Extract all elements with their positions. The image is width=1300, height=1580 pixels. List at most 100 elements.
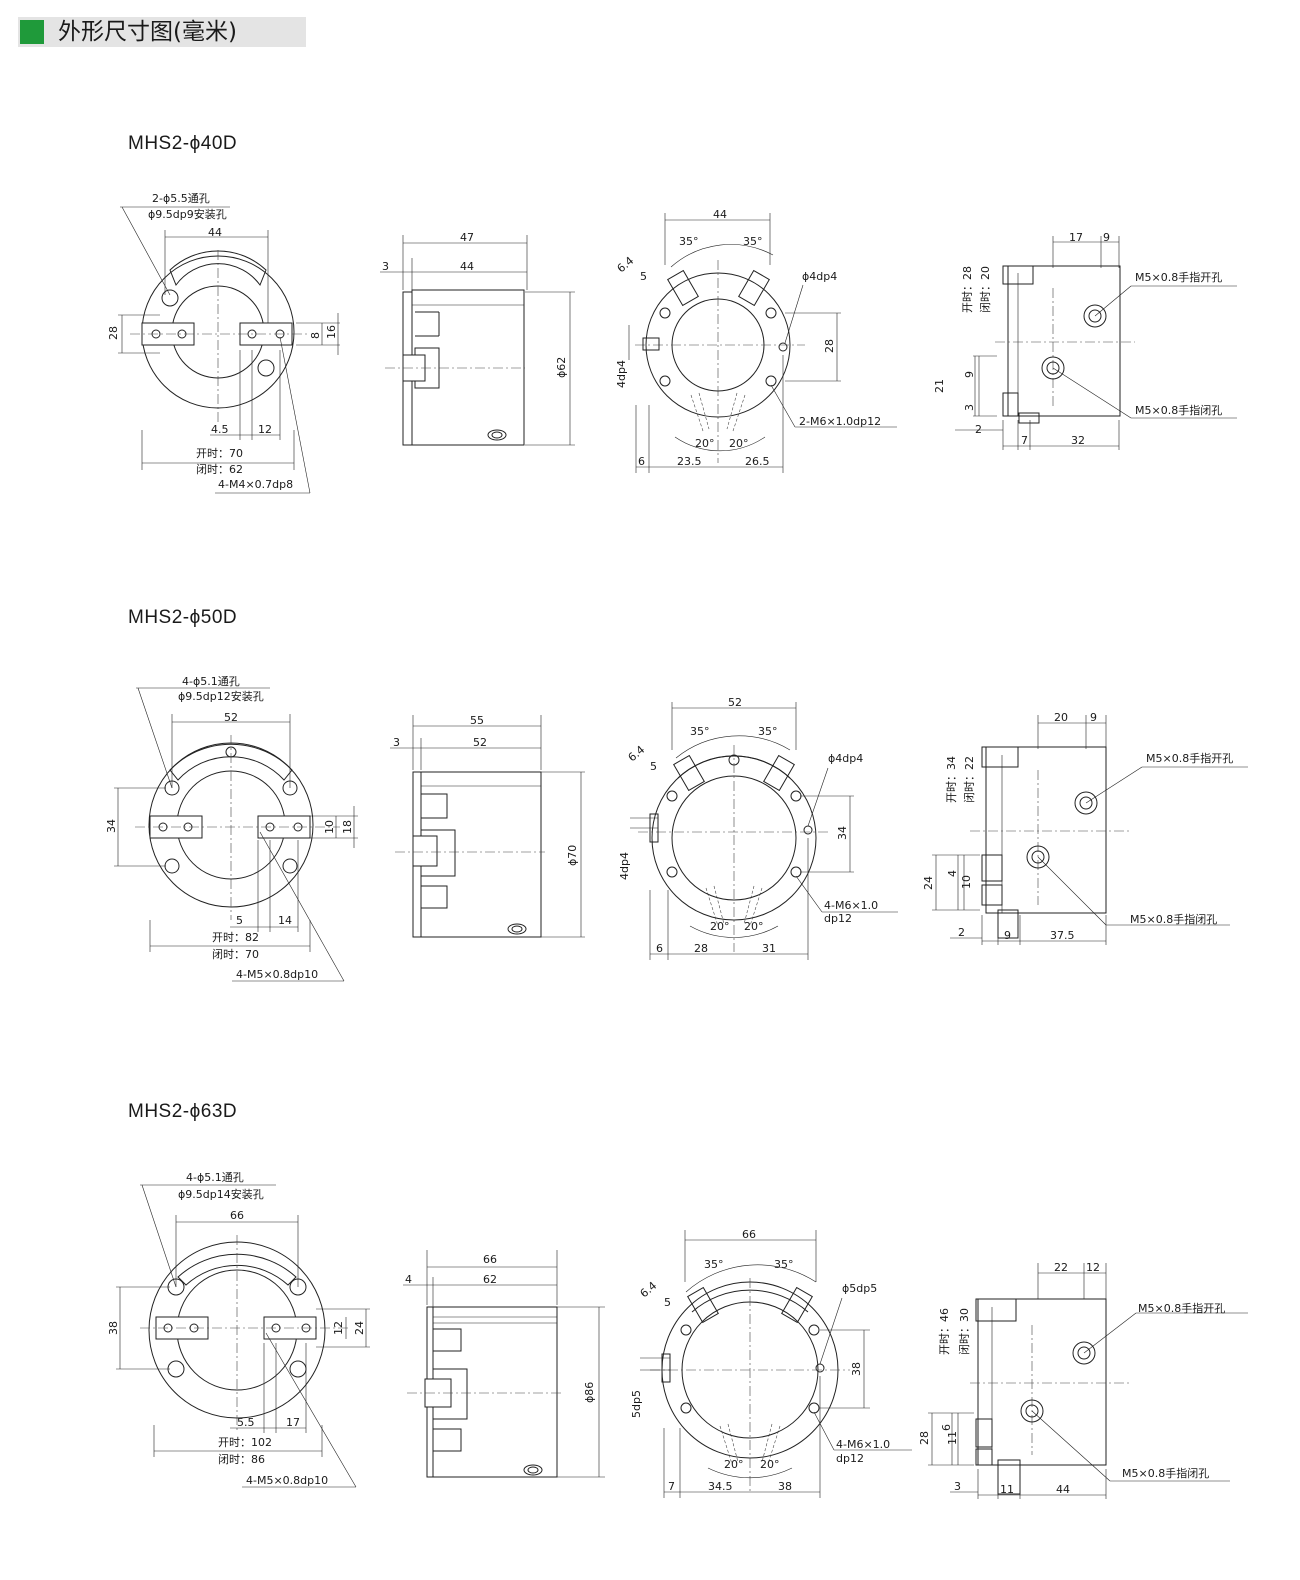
angle-right: 35° [774, 1258, 794, 1271]
top-dim: 9 [1090, 711, 1097, 724]
slot-dim: 5 [650, 760, 657, 773]
height-dim: 34 [105, 819, 118, 833]
open-label: 开时：46 [938, 1308, 951, 1355]
angle-left: 35° [679, 235, 699, 248]
pin-left-dim: 4dp4 [618, 852, 631, 880]
jaw-small-dim: 10 [323, 820, 336, 834]
thread-note: 4-M6×1.0 [836, 1438, 890, 1451]
front-view-drawing: 4-ϕ5.1通孔 ϕ9.5dp12安装孔 52 34 10 18 5 14 开时… [105, 675, 358, 982]
angle-left: 35° [704, 1258, 724, 1271]
top-dim: 22 [1054, 1261, 1068, 1274]
thread-note: 4-M4×0.7dp8 [218, 478, 293, 491]
slot-dim: 6.4 [638, 1279, 660, 1300]
side-lip-dim: 3 [382, 260, 389, 273]
side-body-dim: 52 [473, 736, 487, 749]
side-view-drawing: 47 44 3 ϕ62 [380, 231, 575, 446]
rear-width-dim: 44 [713, 208, 727, 221]
bottom-dim: 38 [778, 1480, 792, 1493]
bottom-dim: 31 [762, 942, 776, 955]
closed-dim: 闭时：62 [196, 463, 243, 476]
top-height-dim: 4 [946, 870, 959, 877]
pin-left-dim: 5dp5 [630, 1390, 643, 1418]
port-close-note: M5×0.8手指闭孔 [1130, 912, 1217, 926]
open-dim: 开时：82 [212, 931, 259, 944]
bottom-dim: 7 [668, 1480, 675, 1493]
angle-right: 35° [758, 725, 778, 738]
hole-note: 2-ϕ5.5通孔 [152, 192, 210, 205]
angle-bottom: 20° [695, 437, 715, 450]
green-square-icon [20, 20, 44, 44]
bottom-dim: 6 [656, 942, 663, 955]
thread-note: 4-M5×0.8dp10 [236, 968, 318, 981]
side-view-drawing: 66 62 4 ϕ86 [403, 1250, 605, 1478]
rear-view-drawing: 52 35° 35° 6.4 5 ϕ4dp4 34 4dp4 4-M6×1.0 … [618, 696, 898, 960]
slot-dim: 6.4 [615, 254, 637, 275]
jaw-dim: 18 [341, 820, 354, 834]
pin-left-dim: 4dp4 [615, 360, 628, 388]
mount-note: ϕ9.5dp14安装孔 [178, 1187, 264, 1201]
open-dim: 开时：102 [218, 1436, 272, 1449]
port-close-note: M5×0.8手指闭孔 [1135, 403, 1222, 417]
top-dim: 9 [1103, 231, 1110, 244]
top-height-dim: 3 [963, 404, 976, 411]
top-height-dim: 28 [918, 1431, 931, 1445]
hole-note: 4-ϕ5.1通孔 [182, 675, 240, 688]
thread-note-2: dp12 [824, 912, 852, 925]
offset-dim: 17 [286, 1416, 300, 1429]
pin-note: ϕ4dp4 [802, 270, 837, 283]
bottom-dim: 2 [975, 423, 982, 436]
side-view-drawing: 55 52 3 ϕ70 [390, 714, 585, 938]
bottom-dim: 28 [694, 942, 708, 955]
side-body-dim: 44 [460, 260, 474, 273]
bottom-dim: 23.5 [677, 455, 702, 468]
section-header: 外形尺寸图(毫米) [18, 17, 306, 47]
angle-bottom: 20° [710, 920, 730, 933]
bottom-dim: 44 [1056, 1483, 1070, 1496]
bottom-dim: 3 [954, 1480, 961, 1493]
mount-note: ϕ9.5dp9安装孔 [148, 207, 227, 221]
top-dim: 12 [1086, 1261, 1100, 1274]
open-label: 开时：28 [961, 266, 974, 313]
rear-width-dim: 52 [728, 696, 742, 709]
top-view-drawing: 20 9 开时：34 闭时：22 M5×0.8手指开孔 M5×0.8手指闭孔 2… [922, 711, 1248, 945]
jaw-small-dim: 8 [309, 332, 322, 339]
rear-width-dim: 66 [742, 1228, 756, 1241]
side-lip-dim: 4 [405, 1273, 412, 1286]
thread-note-2: dp12 [836, 1452, 864, 1465]
pin-note: ϕ5dp5 [842, 1282, 877, 1295]
top-height-dim: 9 [963, 371, 976, 378]
side-total-dim: 55 [470, 714, 484, 727]
bottom-dim: 6 [638, 455, 645, 468]
thread-note: 4-M6×1.0 [824, 899, 878, 912]
side-total-dim: 66 [483, 1253, 497, 1266]
height-dim: 28 [107, 326, 120, 340]
jaw-dim: 24 [353, 1321, 366, 1335]
top-dim: 17 [1069, 231, 1083, 244]
top-height-dim: 6 [940, 1424, 953, 1431]
bottom-dim: 32 [1071, 434, 1085, 447]
mount-note: ϕ9.5dp12安装孔 [178, 689, 264, 703]
closed-label: 闭时：22 [963, 756, 976, 803]
side-total-dim: 47 [460, 231, 474, 244]
top-view-drawing: 22 12 开时：46 闭时：30 M5×0.8手指开孔 M5×0.8手指闭孔 … [918, 1261, 1248, 1499]
top-height-dim: 21 [933, 379, 946, 393]
slot-dim: 5 [640, 270, 647, 283]
bottom-dim: 9 [1004, 929, 1011, 942]
angle-bottom: 20° [760, 1458, 780, 1471]
angle-right: 35° [743, 235, 763, 248]
thread-note: 4-M5×0.8dp10 [246, 1474, 328, 1487]
side-dia-dim: ϕ62 [555, 357, 568, 378]
offset-dim: 12 [258, 423, 272, 436]
width-dim: 44 [208, 226, 222, 239]
offset-dim: 4.5 [211, 423, 229, 436]
side-dia-dim: ϕ70 [566, 845, 579, 866]
section-title: 外形尺寸图(毫米) [58, 19, 237, 45]
top-height-dim: 11 [946, 1431, 959, 1445]
top-height-dim: 10 [960, 875, 973, 889]
angle-bottom: 20° [744, 920, 764, 933]
model-title: MHS2-ϕ63D [128, 1101, 238, 1122]
bottom-dim: 26.5 [745, 455, 770, 468]
rear-height-dim: 34 [836, 826, 849, 840]
offset-dim: 14 [278, 914, 292, 927]
front-view-drawing: 2-ϕ5.5通孔 ϕ9.5dp9安装孔 44 28 8 16 4.5 12 开时… [107, 192, 340, 494]
